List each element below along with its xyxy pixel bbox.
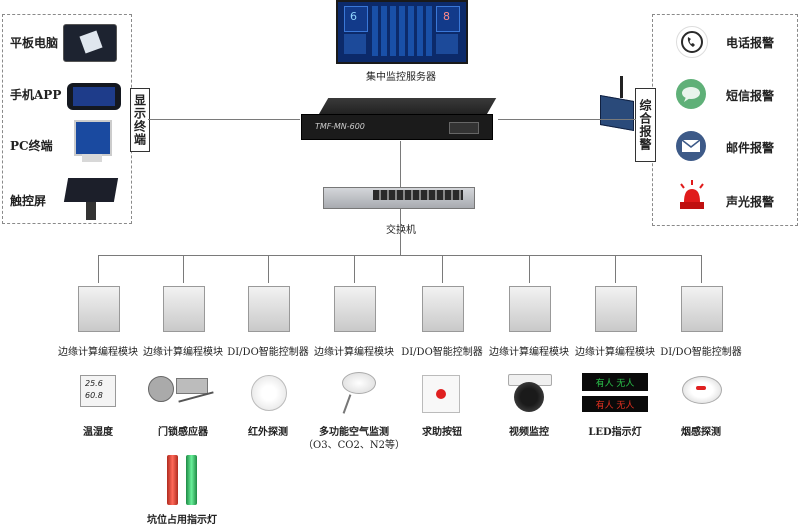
phone-icon — [67, 83, 121, 110]
connector-line — [498, 119, 636, 120]
display-terminal-tab: 显示终端 — [130, 88, 150, 152]
switch-label: 交换机 — [386, 225, 416, 236]
module-label: 边缘计算编程模块 — [489, 347, 569, 358]
smoke-detector-icon — [682, 376, 722, 408]
edge-module-icon — [595, 286, 637, 332]
help-button-icon — [422, 375, 460, 413]
connector-line — [98, 255, 99, 283]
module-label: 边缘计算编程模块 — [314, 347, 394, 358]
alarm-label: 电话报警 — [726, 36, 775, 50]
device-label: 门锁感应器 — [158, 427, 208, 438]
module-label: 边缘计算编程模块 — [143, 347, 223, 358]
led-text-top: 有人 无人 — [595, 378, 635, 389]
air-monitor-icon — [336, 372, 380, 420]
connector-line — [148, 119, 300, 120]
module-label: 边缘计算编程模块 — [58, 347, 138, 358]
pit-occupancy-light-green — [186, 455, 197, 505]
led-panel-icon: 有人 无人 有人 无人 — [582, 373, 648, 415]
connector-line — [354, 255, 355, 283]
mail-icon — [676, 131, 706, 161]
server-screen-number: 8 — [443, 10, 450, 23]
edge-module-icon — [78, 286, 120, 332]
switch-device — [323, 187, 478, 209]
led-text-bottom: 有人 无人 — [595, 400, 635, 411]
alarm-label: 短信报警 — [726, 89, 775, 103]
pit-indicator-label: 坑位占用指示灯 — [147, 515, 217, 526]
device-label: 烟感探测 — [681, 427, 721, 438]
pit-occupancy-light-red — [167, 455, 178, 505]
module-label: 边缘计算编程模块 — [575, 347, 655, 358]
device-sublabel: （O3、CO2、N2等） — [303, 440, 405, 451]
module-label: DI/DO智能控制器 — [660, 347, 742, 358]
monitor-icon — [74, 120, 112, 164]
door-lock-icon — [148, 372, 216, 414]
camera-icon — [508, 374, 552, 414]
sms-icon — [676, 79, 706, 109]
edge-module-icon — [334, 286, 376, 332]
connector-line — [701, 255, 702, 283]
infrared-detector-icon — [251, 375, 287, 411]
di-do-controller-icon — [681, 286, 723, 332]
alarm-tab: 综合报警 — [635, 88, 656, 162]
device-label: 视频监控 — [509, 427, 549, 438]
edge-module-icon — [163, 286, 205, 332]
server-label: 集中监控服务器 — [366, 72, 436, 83]
kiosk-icon — [63, 176, 119, 222]
connector-line — [268, 255, 269, 283]
temp-value: 25.6 — [85, 379, 103, 388]
connector-line — [529, 255, 530, 283]
di-do-controller-icon — [248, 286, 290, 332]
thermo-hygrometer-icon: 25.6 60.8 — [80, 375, 116, 407]
server-screen: 6 8 — [336, 0, 468, 64]
router-icon — [596, 76, 636, 131]
host-device: TMF-MN-600 — [299, 98, 499, 143]
display-item-label: 平板电脑 — [10, 36, 59, 50]
server-screen-number: 6 — [350, 10, 357, 23]
alarm-label: 声光报警 — [726, 195, 775, 209]
display-item-label: 手机APP — [10, 88, 62, 102]
connector-line — [400, 141, 401, 187]
device-label: 多功能空气监测 — [319, 427, 389, 438]
module-label: DI/DO智能控制器 — [227, 347, 309, 358]
connector-line — [400, 209, 401, 255]
phone-call-icon — [676, 26, 708, 58]
alarm-group — [652, 14, 798, 226]
device-label: LED指示灯 — [588, 427, 642, 438]
device-label: 红外探测 — [248, 427, 288, 438]
alarm-label: 邮件报警 — [726, 141, 775, 155]
connector-line — [615, 255, 616, 283]
edge-module-icon — [509, 286, 551, 332]
display-item-label: PC终端 — [10, 139, 53, 153]
humid-value: 60.8 — [85, 391, 103, 400]
connector-line — [442, 255, 443, 283]
connector-line — [183, 255, 184, 283]
display-item-label: 触控屏 — [10, 194, 47, 208]
device-label: 温湿度 — [83, 427, 113, 438]
tablet-icon — [63, 24, 117, 62]
host-model: TMF-MN-600 — [315, 122, 365, 131]
siren-icon — [675, 178, 709, 212]
device-label: 求助按钮 — [422, 427, 462, 438]
connector-line — [98, 255, 702, 256]
module-label: DI/DO智能控制器 — [401, 347, 483, 358]
di-do-controller-icon — [422, 286, 464, 332]
